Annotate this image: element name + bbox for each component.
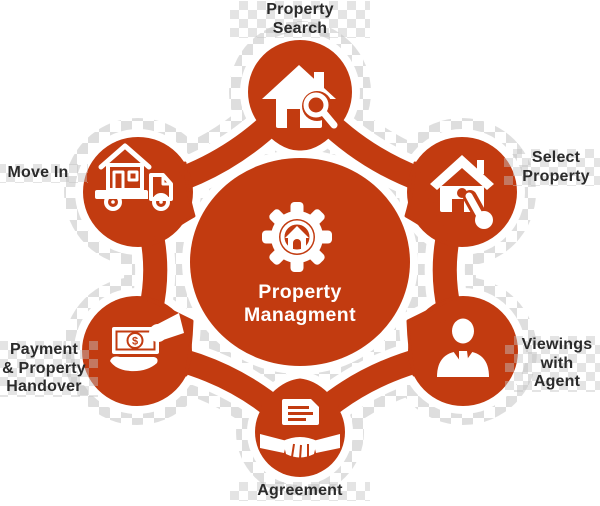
house-pointer-icon [430,155,494,229]
node-label-property-search: Property Search [230,1,370,39]
node-label-payment-property-handover: Payment & Property Handover [0,341,98,397]
agent-person-icon [437,318,489,377]
moving-truck-icon [95,143,173,211]
node-label-select-property: Select Property [504,149,600,187]
house-magnifier-icon [262,65,338,129]
dollar-symbol: $ [132,336,138,348]
document-handshake-icon [260,399,340,460]
center-title: Property Managment [244,281,356,326]
node-label-viewings-with-agent: Viewings with Agent [505,336,600,392]
gear-house-icon [262,202,332,272]
node-blob-agreement [255,387,345,477]
node-label-move-in: Move In [0,164,88,183]
money-hand-icon: $ [110,313,184,372]
node-label-agreement: Agreement [230,482,370,501]
